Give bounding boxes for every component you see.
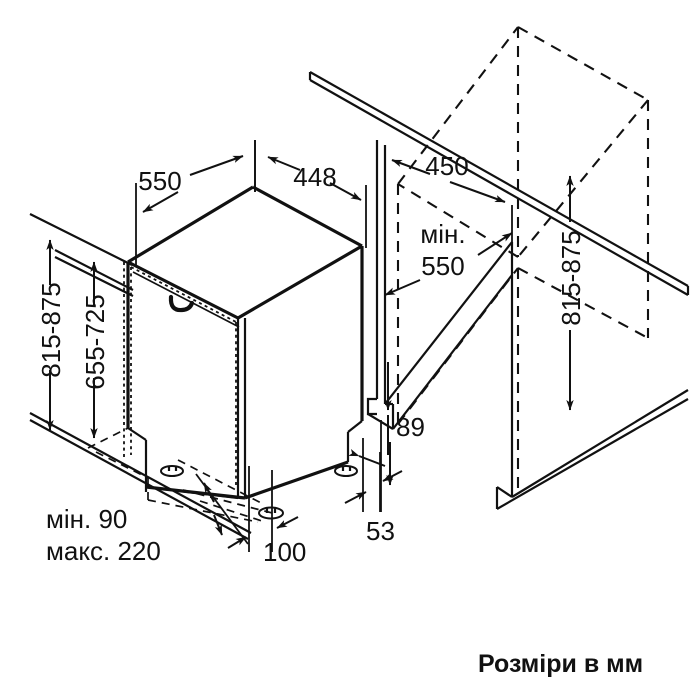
niche-floor-right [384, 241, 689, 510]
label-plinth-min-90: мін. 90 [46, 504, 127, 534]
adjustable-foot-left [160, 465, 184, 477]
worktop-slab [308, 71, 690, 296]
label-niche-550: 550 [421, 251, 464, 281]
dimension-base-89: 89 [379, 362, 425, 512]
floor-line-left [29, 412, 252, 540]
label-plinth-max-220: макс. 220 [46, 536, 161, 566]
dimension-width-448: 448 [254, 140, 367, 248]
label-niche-height-815-875: 815-875 [556, 230, 586, 325]
dimension-niche-min-550: мін. 550 [384, 219, 513, 296]
dimension-height-655-725: 655-725 [80, 261, 110, 439]
label-width-448: 448 [293, 162, 336, 192]
adjustable-foot-right [334, 465, 358, 477]
dishwasher-body [87, 185, 364, 523]
label-offset-100: 100 [263, 537, 306, 567]
dimension-offset-100: 100 [227, 466, 306, 567]
label-base-89: 89 [396, 412, 425, 442]
label-depth-550: 550 [138, 166, 181, 196]
dimension-niche-450: 450 [391, 151, 513, 300]
dimension-niche-height-815-875: 815-875 [556, 175, 586, 411]
label-height-655-725: 655-725 [80, 294, 110, 389]
label-niche-450: 450 [425, 151, 468, 181]
caption-dimensions-in-mm: Розміри в мм [478, 650, 643, 678]
label-height-815-875: 815-875 [36, 282, 66, 377]
door-handle-icon [168, 294, 195, 313]
dimension-height-815-875: 815-875 [36, 239, 66, 431]
label-base-53: 53 [366, 516, 395, 546]
dimension-plinth: мін. 90 макс. 220 [46, 473, 249, 566]
label-niche-min: мін. [420, 219, 465, 249]
dimension-base-53: 53 [344, 420, 403, 546]
cabinet-side-panel [366, 140, 395, 430]
